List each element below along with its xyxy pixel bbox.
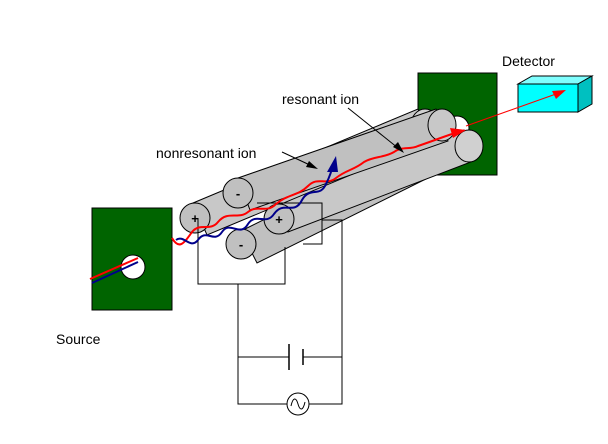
ion-to-detector-arrowhead — [552, 90, 566, 99]
rod-end-top — [222, 177, 254, 209]
nonresonant-ion-label: nonresonant ion — [156, 145, 256, 161]
ac-sine-symbol — [286, 392, 310, 416]
rod-end-left — [179, 202, 211, 234]
battery-symbol — [288, 344, 304, 370]
rod-sign-top: - — [236, 186, 240, 201]
nonresonant-ion-path — [175, 163, 334, 245]
source-label: Source — [56, 331, 101, 347]
rod-sign-left: + — [191, 211, 199, 226]
rod-sign-bottom: - — [239, 237, 243, 252]
resonant-ion-pointer-head — [393, 142, 404, 153]
nonresonant-ion-arrowhead — [327, 156, 338, 172]
source-aperture — [120, 254, 146, 280]
resonant-ion-pointer — [347, 107, 399, 149]
nonresonant-ion-pointer-head — [306, 161, 318, 169]
ion-to-detector-line — [465, 93, 557, 127]
ion-source-beam — [89, 257, 139, 284]
nonresonant-ion-pointer — [281, 151, 313, 167]
rod-sign-right: + — [275, 212, 283, 227]
detector-label: Detector — [502, 53, 555, 69]
circuit-wiring — [197, 202, 343, 405]
resonant-ion-arrowhead — [450, 128, 466, 138]
detector-box — [516, 75, 594, 113]
resonant-ion-label: resonant ion — [282, 91, 359, 107]
